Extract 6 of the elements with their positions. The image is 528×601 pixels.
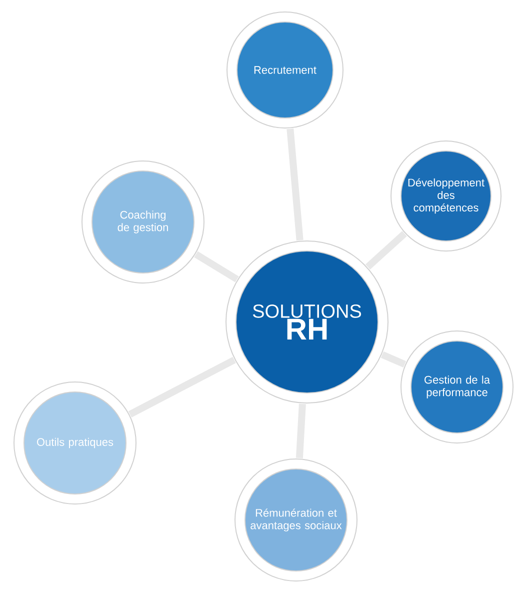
connector-line [194,251,239,282]
connector-line [380,351,406,368]
connector-line [296,404,306,458]
connector-line [128,356,236,418]
connector-line [286,128,304,241]
connector-line [365,231,407,270]
